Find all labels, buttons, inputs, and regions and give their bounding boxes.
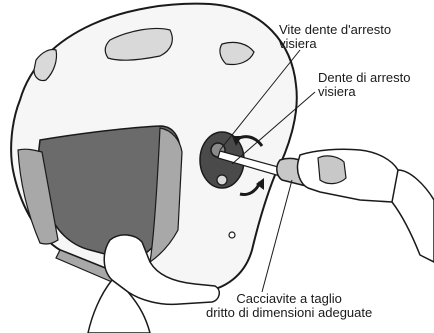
leader-line-screwdriver [261,179,293,293]
left-arm [87,278,151,333]
screwdriver-label-line-2: dritto di dimensioni adeguate [206,305,373,320]
screwdriver-label-line-1: Cacciavite a taglio [236,291,342,306]
top-vent-2 [33,48,58,82]
rotate-clockwise-arrow-icon [239,178,264,196]
leader-line-tooth [231,91,316,165]
top-vent-3 [219,41,255,66]
leader-line-screw [219,49,301,151]
screwdriver-label: Cacciavite a taglio dritto di dimensioni… [206,292,372,320]
screw-label: Vite dente d'arresto visiera [279,23,391,51]
screw-label-line-2: visiera [279,36,317,51]
tooth-label-line-1: Dente di arresto [318,70,411,85]
visor-pivot [216,174,228,186]
rotate-counterclockwise-arrow-icon [232,135,264,147]
cheek-pad-strip [17,148,59,245]
tooth-label: Dente di arresto visiera [318,71,411,99]
tooth-label-line-2: visiera [318,84,356,99]
helmet-rivet [228,231,236,239]
right-hand-grip [317,155,347,185]
top-vent-1 [104,27,173,61]
right-arm [391,169,434,263]
right-hand [296,148,402,203]
screw-label-line-1: Vite dente d'arresto [279,22,392,37]
cheek-pad-front [149,127,183,264]
